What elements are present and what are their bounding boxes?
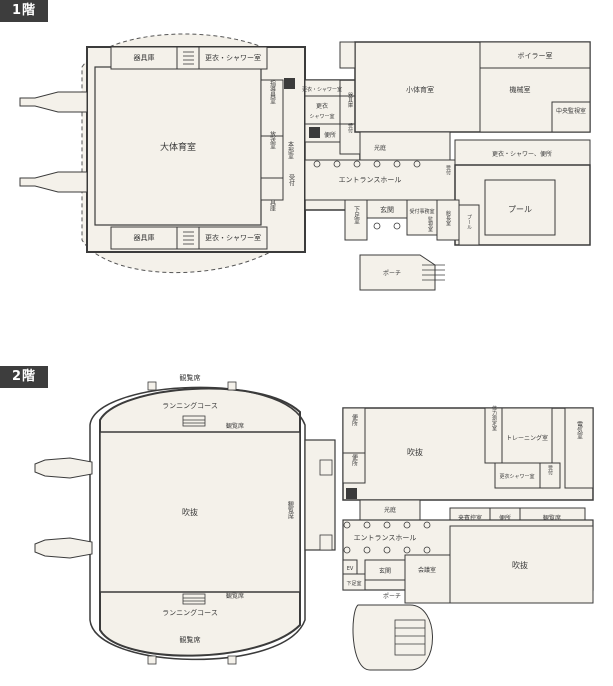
floor2-reception: 受付 — [547, 464, 553, 476]
floor1-headquarters: 本部室 — [287, 140, 294, 159]
floor2-janitor: 下足室 — [346, 580, 361, 587]
floor2-seats-top-inner: 観覧席 — [226, 422, 244, 430]
floor2-badge: 2階 — [0, 366, 48, 388]
floor1-small-shower: 更衣・シャワー室 — [302, 86, 342, 93]
floor2-void-mid: 吹抜 — [407, 447, 423, 457]
entrance-ramp-icon — [394, 619, 426, 656]
floor2-toilet-b: 便所 — [351, 453, 358, 467]
floor2-column-dots — [343, 521, 431, 554]
wheelchair-icon — [346, 488, 357, 499]
floor1-reception-office: 受付事務室 — [409, 208, 434, 215]
stairs-icon — [182, 415, 206, 605]
floor2-courtyard: 光庭 — [384, 506, 396, 514]
floor2-left-protrusions — [34, 457, 93, 559]
floor2-toilet-c: 便所 — [499, 514, 511, 522]
floor2-void-court — [99, 431, 301, 593]
floor1-broadcast-room: 放送室 — [269, 130, 276, 149]
floor2-plan — [34, 381, 594, 671]
floor1-locker-top: 更衣・シャワー室 — [205, 53, 261, 62]
floor1-small-gym: 小体育室 — [406, 85, 434, 94]
floor2-void-right: 吹抜 — [512, 560, 528, 570]
floor2-running-top: ランニングコース — [162, 401, 218, 410]
floor2-seats-bottom-inner: 観覧席 — [226, 592, 244, 600]
floor2-ev: EV — [347, 566, 354, 572]
floor2-main-entrance: 玄関 — [379, 567, 391, 575]
floor1-janitor: 下足室 — [353, 206, 360, 224]
floor1-pool-label: プール — [466, 215, 472, 230]
floor1-reception-left: 受付 — [288, 173, 295, 187]
floor2-porch: ポーチ — [383, 592, 401, 600]
floor1-porch: ポーチ — [383, 269, 401, 277]
floor2-meeting-room: 会議室 — [418, 566, 436, 574]
floor1-boiler-room: ボイラー室 — [518, 51, 553, 60]
floor1-plan — [19, 33, 591, 291]
floor2-locker-shower: 更衣シャワー室 — [499, 473, 534, 480]
floor1-storage-small: 具庫 — [269, 199, 276, 212]
floor2-void-main: 吹抜 — [182, 507, 198, 517]
floor1-machine-room: 機械室 — [510, 85, 531, 94]
floor2-seats-bottom: 観覧席 — [180, 635, 201, 644]
floor1-porch-shape — [359, 254, 436, 291]
floor1-director-room: 館長室 — [445, 210, 451, 226]
floor1-locker-pool: 更衣・シャワー、便所 — [492, 150, 552, 158]
stairs-icon — [183, 51, 194, 245]
floor2-seating-ring — [89, 386, 306, 661]
floor2-seats-top: 観覧席 — [180, 373, 201, 382]
floor2-electric-room: 電気室 — [576, 421, 583, 439]
floor1-storage-mid: 器具庫 — [347, 93, 353, 109]
floor1-locker-bottom: 更衣・シャワー室 — [205, 233, 261, 242]
floor1-storage-top: 器具庫 — [134, 53, 155, 62]
floor2-seats-right: 観覧席 — [287, 500, 294, 520]
floor1-badge: 1階 — [0, 0, 48, 22]
floor2-seats-mid: 観覧席 — [543, 514, 561, 522]
floor1-reception-mid: 受付 — [347, 122, 353, 134]
floor2-guest-room: 来賓控室 — [458, 514, 482, 522]
floor2-training-room: トレーニング室 — [506, 434, 548, 442]
floor1-left-protrusions — [19, 91, 88, 193]
floor2-toilet-a: 便所 — [351, 413, 358, 427]
floor1-referee-room: 指導員室 — [269, 79, 276, 104]
floor2-fitness-test: 体力測定室 — [491, 405, 497, 431]
floor2-running-bottom: ランニングコース — [162, 608, 218, 617]
floor1-pool: プール — [508, 205, 532, 214]
floor1-shower-small: シャワー室 — [309, 113, 334, 120]
floor1-main-arena: 大体育室 — [160, 141, 196, 153]
floor1-column-dots — [313, 160, 421, 230]
floor1-toilet-small: 便所 — [324, 131, 336, 139]
floor2-entrance-hall: エントランスホール — [354, 534, 417, 542]
floor1-reception-right: 受付 — [445, 164, 451, 176]
floor1-courtyard: 光庭 — [374, 144, 386, 152]
floor1-storage-bottom: 器具庫 — [134, 233, 155, 242]
floor1-main-entrance: 玄関 — [380, 205, 394, 214]
floor1-monitor-room: 監視室 — [427, 216, 433, 232]
floor1-locker-small: 更衣 — [316, 102, 328, 110]
wheelchair-icon — [284, 78, 320, 138]
floor2-porch-shape — [352, 604, 433, 671]
floor1-entrance-hall: エントランスホール — [339, 176, 402, 184]
entrance-ramp-icon — [422, 264, 445, 281]
floor1-central-monitor: 中央監視室 — [556, 107, 586, 115]
